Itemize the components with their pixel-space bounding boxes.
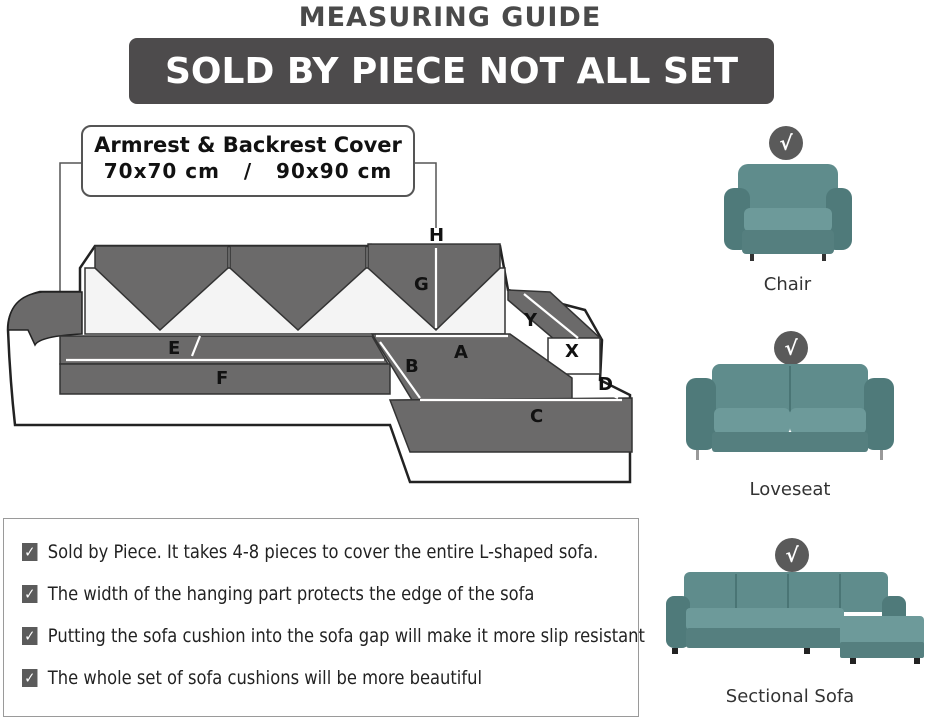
page-title: MEASURING GUIDE [298, 2, 602, 33]
feature-text: The width of the hanging part protects t… [47, 583, 535, 605]
feature-text: Putting the sofa cushion into the sofa g… [47, 625, 645, 647]
variant-label-chair: Chair [763, 274, 812, 295]
sectional-sofa-image [666, 572, 924, 664]
dimension-f-label: F [216, 368, 228, 389]
sold-by-piece-banner: SOLD BY PIECE NOT ALL SET [129, 38, 774, 104]
feature-item: ✓ Sold by Piece. It takes 4-8 pieces to … [22, 541, 598, 563]
loveseat-image [686, 364, 894, 460]
variant-label-loveseat: Loveseat [749, 479, 831, 500]
check-circle-icon: √ [769, 126, 803, 160]
feature-list: ✓ Sold by Piece. It takes 4-8 pieces to … [3, 518, 645, 717]
check-circle-icon: √ [775, 538, 809, 572]
check-box-icon: ✓ [22, 543, 38, 561]
dimension-e-label: E [168, 338, 180, 359]
dimension-b-label: B [405, 356, 419, 377]
dimension-x-label: X [565, 341, 579, 362]
check-box-icon: ✓ [22, 627, 38, 645]
feature-item: ✓ The width of the hanging part protects… [22, 583, 534, 605]
check-box-icon: ✓ [22, 669, 38, 687]
dimension-c-label: C [530, 406, 543, 427]
dimension-d-label: D [598, 374, 613, 395]
feature-item: ✓ The whole set of sofa cushions will be… [22, 667, 482, 689]
dimension-a-label: A [454, 342, 468, 363]
sofa-measuring-diagram: H G E A F B Y X D C [6, 162, 633, 484]
cover-label-title: Armrest & Backrest Cover [94, 133, 402, 157]
dimension-h-label: H [429, 225, 444, 246]
cover-label-sizes: 70x70 cm / 90x90 cm [103, 159, 393, 183]
feature-text: Sold by Piece. It takes 4-8 pieces to co… [47, 541, 599, 563]
check-box-icon: ✓ [22, 585, 38, 603]
dimension-g-label: G [414, 274, 429, 295]
chair-image [724, 164, 852, 261]
cover-size-callout: Armrest & Backrest Cover 70x70 cm / 90x9… [81, 125, 415, 197]
feature-item: ✓ Putting the sofa cushion into the sofa… [22, 625, 645, 647]
dimension-y-label: Y [523, 310, 538, 331]
feature-text: The whole set of sofa cushions will be m… [47, 667, 482, 689]
check-circle-icon: √ [774, 331, 808, 365]
variant-label-sectional-sofa: Sectional Sofa [725, 686, 855, 707]
